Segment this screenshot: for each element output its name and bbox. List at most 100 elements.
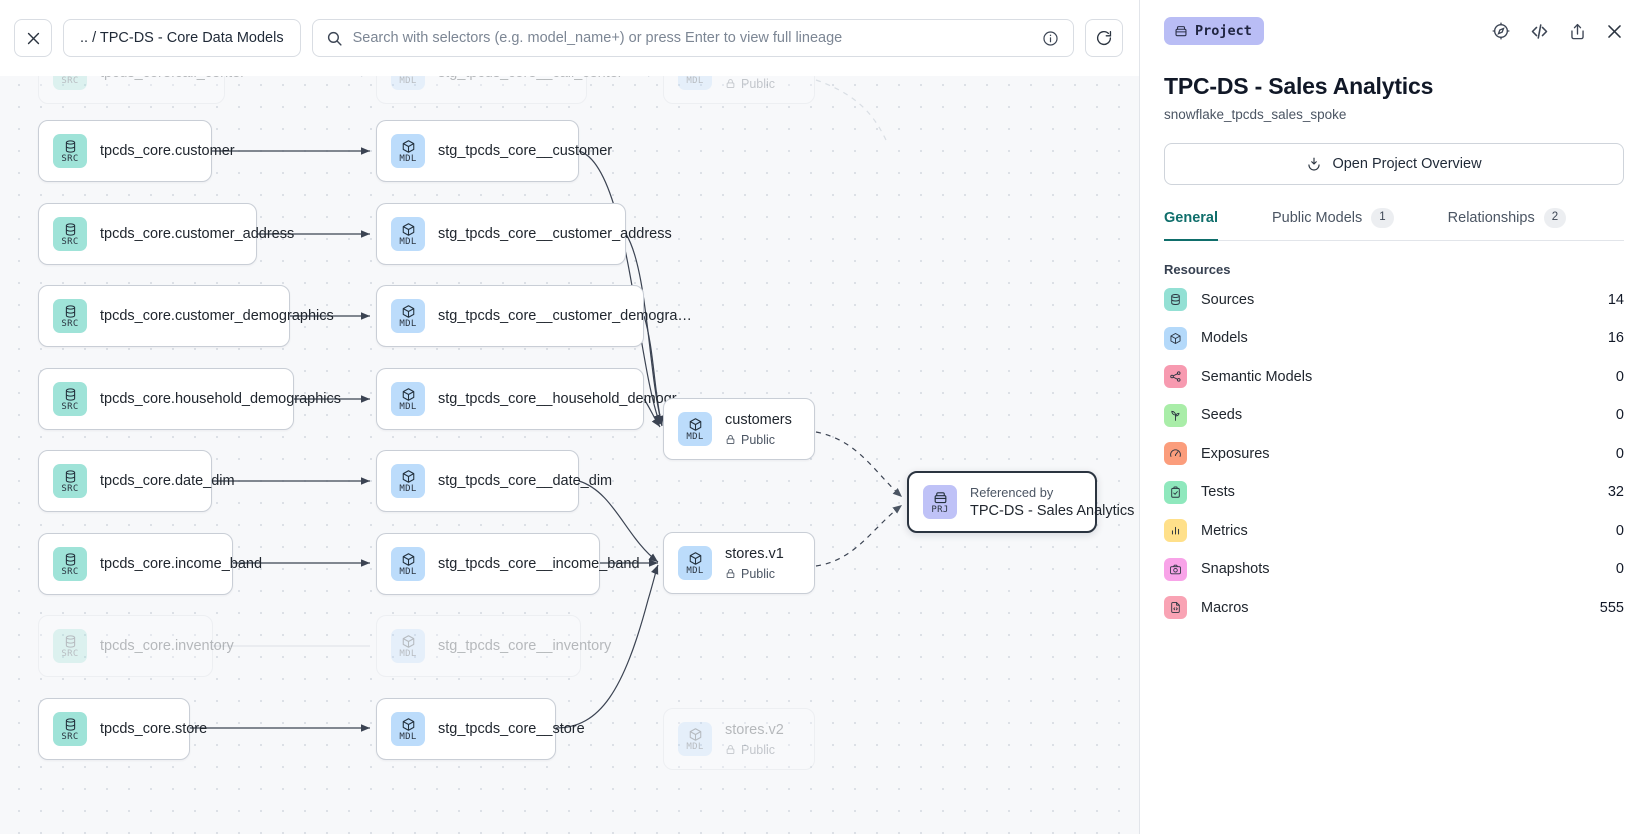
lineage-node-label: tpcds_core.store: [100, 720, 208, 737]
resource-type-label: Project: [1195, 23, 1252, 39]
explore-compass-icon[interactable]: [1491, 21, 1511, 41]
mdl-node-icon: MDL: [391, 382, 425, 416]
resource-name: Seeds: [1201, 407, 1243, 424]
lineage-node-label: stg_tpcds_core__customer_demogra…: [438, 307, 692, 324]
lineage-node-label: tpcds_core.customer_address: [100, 225, 295, 242]
resource-row-snapshots[interactable]: Snapshots 0: [1164, 554, 1624, 585]
code-icon[interactable]: [1529, 21, 1550, 42]
lineage-node-sublabel: Public: [741, 76, 776, 91]
lineage-node-sublabel: TPC-DS - Sales Analytics: [970, 503, 1135, 520]
lineage-node-sublabel: Public: [741, 742, 776, 757]
resource-row-seeds[interactable]: Seeds 0: [1164, 400, 1624, 431]
close-lineage-button[interactable]: [14, 19, 52, 57]
resource-name: Snapshots: [1201, 561, 1270, 578]
lock-icon: [725, 434, 736, 445]
lineage-node-label: stg_tpcds_core__customer: [438, 142, 613, 159]
project-overview-icon: [1306, 156, 1322, 172]
lineage-node-label: stg_tpcds_core__income_band: [438, 555, 640, 572]
resource-count: 0: [1615, 407, 1624, 424]
mdl-node-icon: MDL: [391, 134, 425, 168]
search-bar[interactable]: [311, 19, 1074, 57]
tab-count-badge: 2: [1543, 208, 1567, 228]
lineage-node-visibility: Public: [725, 743, 784, 757]
tab-relationships[interactable]: Relationships 2: [1447, 208, 1567, 241]
mdl-node-icon: MDL: [678, 412, 712, 446]
lock-icon: [725, 78, 736, 89]
resource-count: 14: [1607, 291, 1624, 308]
resource-row-sources[interactable]: Sources 14: [1164, 285, 1624, 316]
info-icon[interactable]: [1042, 30, 1059, 47]
resource-count: 0: [1615, 561, 1624, 578]
lineage-node-mdl_customer[interactable]: MDL stg_tpcds_core__customer: [376, 120, 612, 182]
resource-name: Tests: [1201, 484, 1235, 501]
lineage-canvas[interactable]: SRCtpcds_core.call_centerMDLstg_tpcds_co…: [0, 0, 1139, 834]
lineage-node-label: stg_tpcds_core__date_dim: [438, 472, 613, 489]
tab-label: Public Models: [1272, 209, 1363, 226]
lineage-node-label: stg_tpcds_core__store: [438, 720, 585, 737]
lineage-node-mdl_cust_addr[interactable]: MDL stg_tpcds_core__customer_address: [376, 203, 672, 265]
lineage-node-project-name: TPC-DS - Sales Analytics: [970, 503, 1134, 519]
lineage-toolbar: .. / TPC-DS - Core Data Models: [0, 0, 1139, 76]
share-icon[interactable]: [1568, 22, 1587, 41]
refresh-button[interactable]: [1085, 19, 1123, 57]
tab-label: General: [1164, 209, 1218, 226]
refresh-icon: [1095, 29, 1113, 47]
src-node-icon: SRC: [53, 217, 87, 251]
mdl-node-icon: MDL: [678, 546, 712, 580]
resource-name: Sources: [1201, 291, 1255, 308]
mdl-node-icon: MDL: [678, 722, 712, 756]
details-panel: Project: [1139, 0, 1648, 834]
tab-label: Relationships: [1447, 209, 1535, 226]
search-input[interactable]: [352, 30, 1032, 46]
close-panel-icon[interactable]: [1605, 22, 1624, 41]
src-node-icon: SRC: [53, 299, 87, 333]
camera-icon: [1164, 557, 1187, 581]
gauge-icon: [1164, 442, 1187, 466]
lineage-node-src_cust_addr[interactable]: SRC tpcds_core.customer_address: [38, 203, 294, 265]
lineage-node-label: tpcds_core.inventory: [100, 637, 234, 654]
lineage-node-label: stg_tpcds_core__household_demogr…: [438, 390, 692, 407]
resource-type-chip: Project: [1164, 17, 1264, 45]
lineage-node-label: tpcds_core.income_band: [100, 555, 263, 572]
lineage-node-label: stg_tpcds_core__customer_address: [438, 225, 672, 242]
lineage-node-mdl_hh_demo[interactable]: MDL stg_tpcds_core__household_demogr…: [376, 368, 691, 430]
project-icon: [1174, 24, 1188, 38]
resource-name: Exposures: [1201, 445, 1270, 462]
lineage-node-label: stores.v2: [725, 722, 784, 739]
lineage-node-label: Referenced by: [970, 484, 1054, 500]
file-code-icon: [1164, 596, 1187, 620]
breadcrumb[interactable]: .. / TPC-DS - Core Data Models: [63, 19, 301, 57]
tab-general[interactable]: General: [1164, 208, 1218, 241]
seedling-icon: [1164, 403, 1187, 427]
open-project-overview-button[interactable]: Open Project Overview: [1164, 143, 1624, 185]
mdl-node-icon: MDL: [391, 217, 425, 251]
resource-count: 0: [1615, 522, 1624, 539]
lineage-node-visibility: Public: [725, 567, 784, 581]
